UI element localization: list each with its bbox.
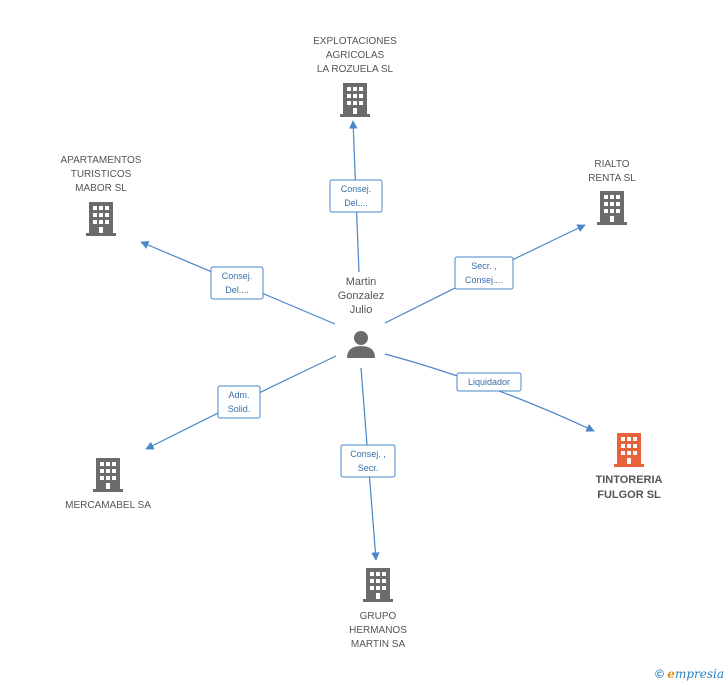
company-name-rialto-1: RENTA SL [588, 173, 636, 184]
role-box [340, 444, 396, 478]
role-text-rialto-0: Secr. , [471, 261, 497, 271]
building-icon [340, 83, 370, 117]
center-person[interactable]: Martin Gonzalez Julio [338, 276, 384, 358]
edge-tintoreria [384, 353, 595, 432]
role-text-mercamabel-1: Solid. [228, 404, 251, 414]
building-icon [93, 458, 123, 492]
company-name-grupo-2: MARTIN SA [351, 639, 406, 650]
company-node-mercamabel[interactable]: MERCAMABEL SA [65, 458, 151, 511]
company-node-explotaciones[interactable]: EXPLOTACIONES AGRICOLAS LA ROZUELA SL [313, 36, 397, 117]
role-box [454, 256, 514, 290]
role-label-grupo[interactable]: Consej. , Secr. [340, 444, 396, 478]
company-node-tintoreria[interactable]: TINTORERIA FULGOR SL [595, 433, 663, 501]
copyright-icon: © [655, 667, 664, 681]
building-icon [597, 191, 627, 225]
building-icon [614, 433, 644, 467]
company-name-explotaciones-2: LA ROZUELA SL [317, 64, 394, 75]
company-name-apartamentos-2: MABOR SL [75, 183, 127, 194]
company-name-tintoreria-1: FULGOR SL [597, 489, 661, 501]
company-name-tintoreria-0: TINTORERIA [595, 474, 662, 486]
person-icon [347, 331, 375, 358]
company-node-rialto[interactable]: RIALTO RENTA SL [588, 159, 636, 225]
role-text-apartamentos-0: Consej. [222, 271, 253, 281]
role-text-rialto-1: Consej.... [465, 275, 503, 285]
role-text-grupo-1: Secr. [358, 463, 379, 473]
company-name-apartamentos-0: APARTAMENTOS [61, 155, 142, 166]
role-text-apartamentos-1: Del.... [225, 285, 249, 295]
role-label-explotaciones[interactable]: Consej. Del.... [329, 179, 383, 213]
role-text-grupo-0: Consej. , [350, 449, 386, 459]
company-node-grupo[interactable]: GRUPO HERMANOS MARTIN SA [349, 568, 407, 650]
center-name-line-1: Martin [346, 276, 377, 288]
company-name-apartamentos-1: TURISTICOS [71, 169, 132, 180]
brand-logo: empresia [667, 667, 724, 681]
brand-footer: © empresia [655, 667, 724, 681]
role-box [329, 179, 383, 213]
role-text-explotaciones-1: Del.... [344, 198, 368, 208]
role-label-tintoreria[interactable]: Liquidador [456, 372, 522, 392]
center-name-line-3: Julio [350, 304, 373, 316]
role-box [217, 385, 261, 419]
role-label-apartamentos[interactable]: Consej. Del.... [210, 266, 264, 300]
role-label-rialto[interactable]: Secr. , Consej.... [454, 256, 514, 290]
building-icon [86, 202, 116, 236]
company-name-explotaciones-0: EXPLOTACIONES [313, 36, 397, 47]
role-text-explotaciones-0: Consej. [341, 184, 372, 194]
company-name-grupo-1: HERMANOS [349, 625, 407, 636]
role-text-tintoreria-0: Liquidador [468, 377, 510, 387]
company-name-explotaciones-1: AGRICOLAS [326, 50, 385, 61]
company-name-rialto-0: RIALTO [594, 159, 629, 170]
company-name-grupo-0: GRUPO [360, 611, 397, 622]
role-box [210, 266, 264, 300]
company-name-mercamabel-0: MERCAMABEL SA [65, 500, 151, 511]
center-name-line-2: Gonzalez [338, 290, 384, 302]
role-box [456, 372, 522, 392]
company-node-apartamentos[interactable]: APARTAMENTOS TURISTICOS MABOR SL [61, 155, 142, 236]
role-label-mercamabel[interactable]: Adm. Solid. [217, 385, 261, 419]
building-icon [363, 568, 393, 602]
role-text-mercamabel-0: Adm. [228, 390, 249, 400]
